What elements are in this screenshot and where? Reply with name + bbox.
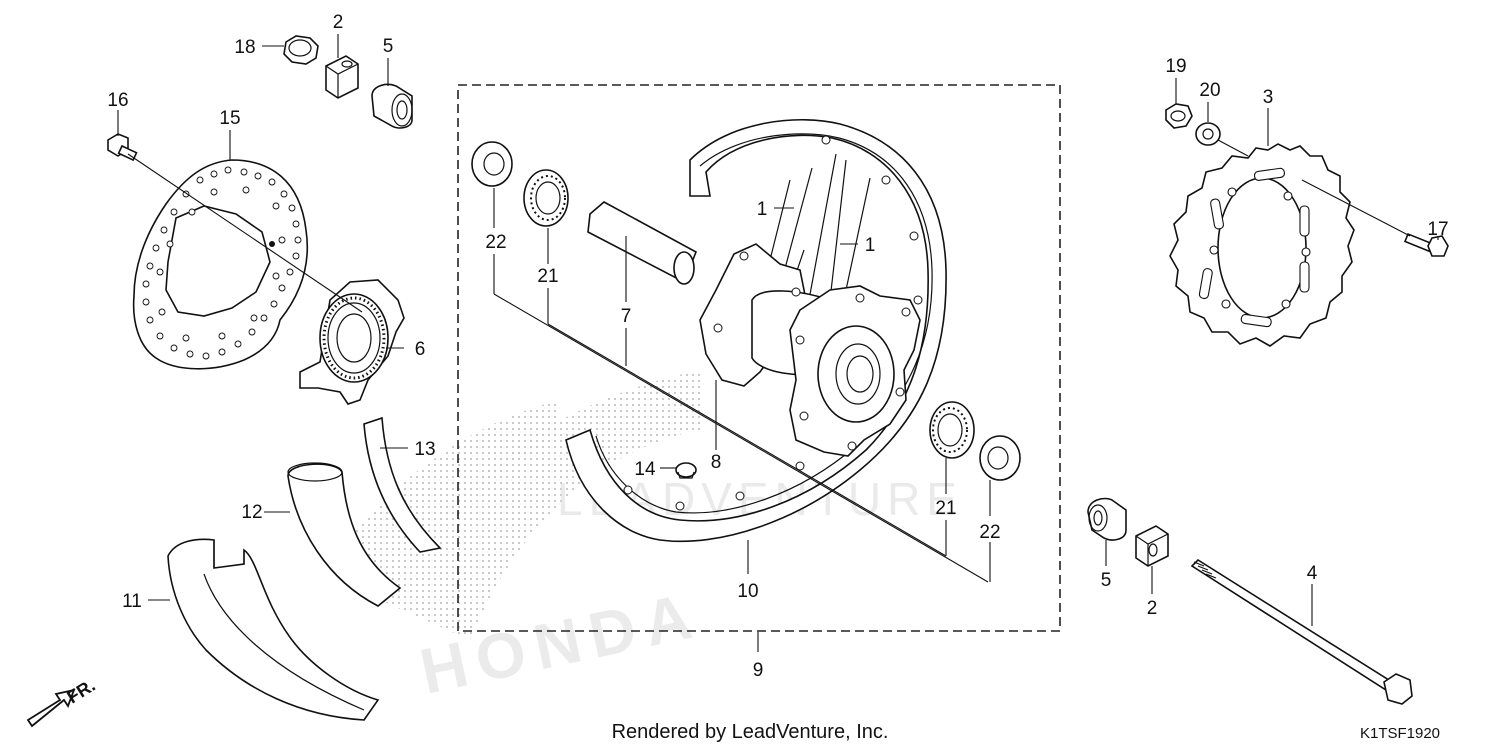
callout-22-right: 22 [979,522,1000,543]
part-15-brake-disc [132,159,309,370]
part-6-pulser-ring [299,279,405,405]
callout-14: 14 [634,459,656,480]
callout-15: 15 [219,108,240,129]
wheel-assembly-box [457,84,1061,632]
part-5-collar-right [1087,497,1127,541]
part-21-bearing [523,169,569,227]
part-16-bolt [107,133,138,162]
part-18-nut [283,35,319,65]
part-5-collar [371,83,413,129]
callout-7: 7 [621,306,632,327]
callout-13: 13 [414,439,435,460]
footer-credit: Rendered by LeadVenture, Inc. [612,721,889,743]
callout-21-right: 21 [935,498,956,519]
callout-1-upper: 1 [757,199,768,220]
callout-19: 19 [1165,56,1186,77]
callout-22-left: 22 [485,232,506,253]
part-20-washer [1195,122,1221,146]
callout-8: 8 [711,452,722,473]
callout-16: 16 [107,90,128,111]
front-arrow: FR. [26,675,99,728]
spokes [759,153,871,351]
callout-5: 5 [383,36,394,57]
callout-1-lower: 1 [865,235,876,256]
part-19-nut [1165,103,1193,129]
part-13-rim-band [363,416,442,553]
callout-12: 12 [241,502,262,523]
leader-lines [117,34,1439,652]
callout-18: 18 [234,37,255,58]
part-2-chain-adjuster [325,55,359,99]
part-14-plug [675,462,697,479]
callout-9: 9 [753,660,764,681]
callout-3: 3 [1263,87,1274,108]
callout-17: 17 [1427,219,1448,240]
callout-10: 10 [737,581,758,602]
part-11-tire [167,538,380,721]
callout-4: 4 [1307,563,1318,584]
callout-20: 20 [1199,80,1220,101]
diagram-code: K1TSF1920 [1360,725,1440,742]
part-22-dust-seal-right [979,435,1021,481]
part-21-bearing-right [929,401,975,459]
callout-numbers: 18 2 5 16 15 6 13 12 11 22 21 7 1 1 8 14… [107,12,1448,681]
callout-6: 6 [415,339,426,360]
part-4-axle [1190,558,1413,705]
part-3-sprocket [1169,143,1355,347]
part-12-tube [287,462,402,607]
callout-11: 11 [122,591,142,612]
callout-2-right: 2 [1147,598,1158,619]
callout-5-right: 5 [1101,570,1112,591]
wheel-hub [699,243,921,457]
part-22-dust-seal [471,141,513,187]
part-2-chain-adjuster-right [1135,525,1169,567]
callout-2: 2 [333,12,344,33]
callout-21-left: 21 [537,266,558,287]
part-7-distance-collar [587,201,698,285]
part-17-bolt [1403,232,1449,257]
